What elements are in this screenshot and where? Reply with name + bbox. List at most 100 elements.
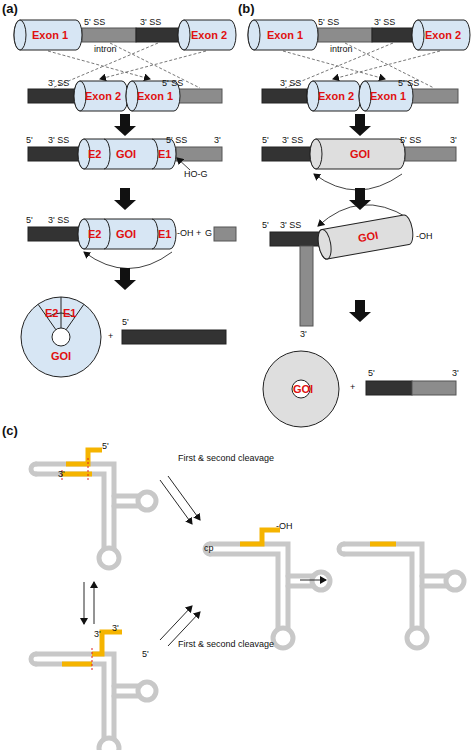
annotation-label: 5' bbox=[102, 442, 109, 451]
annotation-label: 3' SS bbox=[374, 18, 395, 27]
intron-bar bbox=[178, 89, 222, 103]
annotation-label: HO-G bbox=[184, 170, 208, 179]
annotation-label: 3' SS bbox=[280, 221, 301, 230]
intron-bar bbox=[412, 381, 456, 395]
annotation-label: 5' bbox=[122, 318, 129, 327]
intron-bar bbox=[410, 89, 458, 103]
intron-bar bbox=[28, 227, 80, 241]
annotation-label: 3' bbox=[58, 470, 65, 479]
step-arrow bbox=[349, 300, 371, 322]
node-label: Exon 2 bbox=[318, 91, 354, 102]
node-label: GOI bbox=[116, 149, 136, 160]
intron-bar bbox=[176, 147, 222, 161]
annotation-label: 5' SS bbox=[166, 136, 187, 145]
annotation-label: 3' SS bbox=[140, 18, 161, 27]
annotation-label: 5' bbox=[26, 136, 33, 145]
node-label: E2 bbox=[45, 308, 58, 319]
annotation-label: 5' bbox=[262, 136, 269, 145]
annotation-label: 3' SS bbox=[280, 79, 301, 88]
annotation-label: 3' SS bbox=[48, 79, 69, 88]
annotation-label: cp bbox=[204, 544, 214, 553]
annotation-label: 5' SS bbox=[162, 79, 183, 88]
rna-cylinder: GOI bbox=[316, 214, 415, 260]
annotation-label: -OH bbox=[177, 229, 194, 238]
panel-letter: (b) bbox=[238, 2, 255, 15]
node-label: E1 bbox=[63, 308, 76, 319]
annotation-label: intron bbox=[330, 45, 353, 54]
panel-letter: (a) bbox=[2, 2, 18, 15]
node-label: Exon 1 bbox=[370, 91, 406, 102]
intron-bar bbox=[270, 232, 320, 246]
annotation-label: 5' SS bbox=[400, 136, 421, 145]
annotation-label: 5' bbox=[368, 369, 375, 378]
node-label: GOI bbox=[350, 149, 370, 160]
annotation-label: + bbox=[196, 229, 201, 238]
ribozyme-structure bbox=[31, 632, 156, 750]
node-label: Exon 1 bbox=[267, 30, 303, 41]
rna-cylinder: E2 GOI E1 bbox=[78, 139, 176, 169]
node-outline bbox=[20, 296, 102, 378]
circrna-circle: E2 E1GOI bbox=[20, 296, 102, 378]
ribozyme-structure bbox=[339, 544, 464, 648]
annotation-label: -OH bbox=[276, 522, 293, 531]
node-label: E2 bbox=[88, 149, 101, 160]
node-label: Exon 1 bbox=[137, 91, 173, 102]
leader-arrow bbox=[177, 158, 190, 170]
intron-bar bbox=[136, 28, 180, 42]
rna-cylinder: Exon 2 bbox=[412, 20, 470, 50]
intron-bar bbox=[214, 227, 236, 241]
node-label: Exon 1 bbox=[32, 30, 68, 41]
rna-cylinder: Exon 1 bbox=[248, 20, 318, 50]
annotation-label: 5' bbox=[262, 221, 269, 230]
intron-bar bbox=[372, 28, 414, 42]
annotation-label: 3' bbox=[94, 630, 101, 639]
node-label: GOI bbox=[51, 351, 71, 362]
annotation-label: First & second cleavage bbox=[178, 454, 274, 463]
annotation-label: + bbox=[108, 332, 113, 341]
panel-letter: (c) bbox=[2, 424, 18, 437]
intron-bar bbox=[28, 147, 80, 161]
ribozyme-structure bbox=[205, 530, 330, 648]
annotation-label: -OH bbox=[416, 232, 433, 241]
intron-bar bbox=[122, 330, 226, 344]
intron-bar bbox=[262, 147, 312, 161]
step-arrow bbox=[114, 114, 136, 136]
circrna-circle: GOI bbox=[262, 350, 340, 428]
annotation-label: 5' bbox=[26, 216, 33, 225]
annotation-label: G bbox=[205, 229, 212, 238]
annotation-label: First & second cleavage bbox=[178, 640, 274, 649]
rna-cylinder: Exon 2 bbox=[307, 81, 361, 111]
node-label: Exon 2 bbox=[85, 91, 121, 102]
rna-cylinder: Exon 2 bbox=[74, 81, 128, 111]
step-arrow bbox=[114, 268, 136, 290]
step-arrow bbox=[349, 114, 371, 136]
intron-bar bbox=[300, 246, 313, 326]
intron-bar bbox=[318, 28, 372, 42]
rna-cylinder: Exon 2 bbox=[178, 20, 236, 50]
annotation-label: 5' SS bbox=[84, 18, 105, 27]
reaction-arrows bbox=[84, 476, 326, 646]
annotation-label: + bbox=[350, 383, 355, 392]
annotation-label: 3' bbox=[300, 330, 307, 339]
node-label: GOI bbox=[293, 384, 313, 395]
ligation-arrow bbox=[84, 252, 172, 269]
rna-cylinder: Exon 1 bbox=[14, 20, 82, 50]
annotation-label: 3' SS bbox=[282, 136, 303, 145]
annotation-label: 5' bbox=[142, 650, 149, 659]
intron-bar bbox=[28, 89, 76, 103]
rna-cylinder: E2GOIE1 bbox=[78, 219, 176, 249]
node-label: E1 bbox=[158, 149, 171, 160]
annotation-label: intron bbox=[94, 45, 117, 54]
node-label: Exon 2 bbox=[425, 30, 461, 41]
annotation-label: 3' SS bbox=[48, 216, 69, 225]
node-label: E2 bbox=[88, 229, 101, 240]
attack-arrow bbox=[314, 174, 402, 190]
rna-cylinder: GOI bbox=[310, 139, 405, 169]
step-arrow bbox=[114, 188, 136, 210]
node-label: Exon 2 bbox=[191, 30, 227, 41]
annotation-label: 5' SS bbox=[318, 18, 339, 27]
annotation-label: 3' bbox=[214, 136, 221, 145]
intron-bar bbox=[262, 89, 307, 103]
annotation-label: 5' SS bbox=[398, 79, 419, 88]
